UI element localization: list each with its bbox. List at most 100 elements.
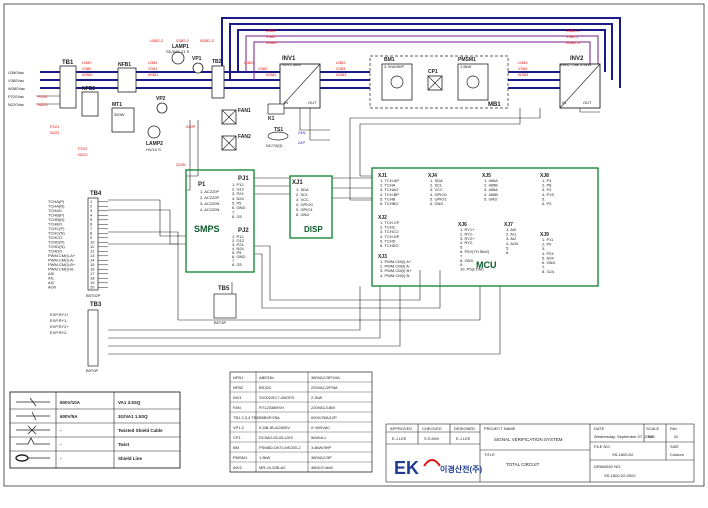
power-bus <box>40 17 621 89</box>
pmsm1-sub: 1.5kW <box>460 64 472 69</box>
wire-tag: W381 <box>148 72 159 77</box>
mcu-xj8-label: XJ8 <box>540 173 549 179</box>
drawing-title: TOTAL CIRCUIT <box>506 462 540 467</box>
mcu-xj6-pin: 6. P5V(TH 5kW) <box>460 249 490 254</box>
inv2-label: INV2 <box>570 56 584 62</box>
tb4-pin-number: 4 <box>90 213 93 218</box>
mcu-xj6-pin: 8. GND <box>460 258 473 263</box>
input-labels: U380Vac V380Vac W380Vac P220Vac N220Vac <box>8 70 25 107</box>
inv1-in: IN <box>284 100 288 105</box>
mcu-xj1-pin: 6. TCHBO <box>380 201 398 206</box>
tb5-terminal-block <box>213 293 237 319</box>
mcu-xj8-pin: 2. P8 <box>542 183 552 188</box>
mcu-xj4-label: XJ4 <box>428 173 437 179</box>
mcu-xj4-pin: 2. SCL <box>430 183 443 188</box>
checked-header: CHECKED <box>422 426 442 431</box>
mcu-xj7-pin: 5. <box>506 245 509 250</box>
parts-ref: PMSM1 <box>233 455 248 460</box>
tb4-signal-label: PWM.CM(I)-B+ <box>48 262 76 267</box>
wire-tag: U382-2 <box>150 38 164 43</box>
legend-spec: - <box>60 456 62 461</box>
legend-desc: VA1 3.5SQ <box>118 400 141 405</box>
tb3-row: EXP.RY1+ <box>50 312 69 317</box>
parts-spec: 380V/0.4kW <box>311 465 333 470</box>
mcu-xj2-pin: 6. TCHDO <box>380 243 399 248</box>
mcu-xj9-pin: 6. GND <box>542 260 555 265</box>
mt1-sub: 300W <box>114 112 125 117</box>
pj2-pin: 1. P12 <box>232 234 244 239</box>
legend-symbols <box>15 397 50 462</box>
legend-spec: - <box>60 428 62 433</box>
tb4-signal-label: PWM.CM(I)-B- <box>48 267 75 272</box>
mcu-xj7-pin: 3. AI2 <box>506 236 517 241</box>
wire-tag: W380 <box>82 72 93 77</box>
mcu-xj2-label: XJ2 <box>378 215 387 221</box>
k1-relay <box>267 103 285 115</box>
parts-model: PSM8D-DKTLMS200-2 <box>259 445 301 450</box>
wire-tag: U380 <box>82 60 92 65</box>
designed-header: DESIGNED <box>454 426 475 431</box>
mcu-xj4-pin: 4. GPIO0 <box>430 192 447 197</box>
wire-tag: W382-2 <box>200 38 215 43</box>
mcu-xj9-pin: 3. <box>542 246 545 251</box>
tb4-signal-label: TCHB(P) <box>48 213 65 218</box>
pmsm1-label: PMSM1 <box>458 57 476 63</box>
wire-tag: U384 <box>518 60 528 65</box>
title-header: TITLE <box>484 452 495 457</box>
mcu-xj7-pin: 4. AO0 <box>506 241 519 246</box>
company-name: 이경산전(주) <box>440 464 482 474</box>
wire-tags: U380 V380 W380 U381 V381 W381 U382 V382 … <box>38 28 581 167</box>
mcu-xj8-pin: 1. P4 <box>542 178 552 183</box>
smps-p1-row: 3. AC220N <box>200 201 219 206</box>
pj1-pin: 3. P24 <box>232 191 244 196</box>
parts-ref: NFB1 <box>233 375 244 380</box>
tb3-row: EXP.RY1- <box>50 318 68 323</box>
parts-model: BS32C <box>259 385 272 390</box>
mcu-xj2-pin: 5. TCHD <box>380 238 396 243</box>
vp1-meter-icon <box>192 62 204 74</box>
mcu-xj2-pin: 3. TCHCO <box>380 229 399 234</box>
mcu-xj1-pin: 5. TCHB <box>380 196 396 201</box>
mcu-xj6-pin: 10. P5(COM) <box>460 267 484 272</box>
title-block <box>385 423 695 483</box>
inv2-sub: SWIC Oak 3.4kW <box>560 62 592 67</box>
tb4-terminal-block <box>87 197 99 291</box>
control-wiring <box>108 108 600 355</box>
wire-tag: 220N <box>176 162 186 167</box>
scale-header: SCALE <box>646 426 659 431</box>
tb3-bottom: B5T0P <box>86 368 99 373</box>
ts1-sensor <box>267 131 289 141</box>
mcu-block <box>371 167 599 287</box>
wire-tag: W382-1 <box>566 40 581 45</box>
parts-spec: 3.8kW/3HP <box>311 445 332 450</box>
parts-spec: 380VAC/3P <box>311 455 332 460</box>
tb4-signal-label: PWM.CM(I)-A- <box>48 258 75 263</box>
parts-spec: 2.2kW <box>311 395 323 400</box>
legend-spec: 600V/5A <box>60 414 78 419</box>
legend-spec: - <box>60 442 62 447</box>
company-logo: EK 이경산전(주) <box>394 458 482 478</box>
tb4-signal-label: TCHC(N) <box>48 231 65 236</box>
mcu-xj2-pin: 4. TCH.DP <box>380 234 400 239</box>
date-header: DATE <box>594 426 605 431</box>
tb4-label: TB4 <box>90 191 102 197</box>
wire-tag: 220P <box>186 124 196 129</box>
tb4-pin-number: 11 <box>90 244 95 249</box>
tb4-signal-label: AI2 <box>48 280 55 285</box>
mt1-transformer <box>111 107 135 133</box>
legend-desc: Twist <box>118 442 130 447</box>
mcu-xj5-pin: 3. 485A <box>484 187 498 192</box>
input-label-u: U380Vac <box>8 70 24 75</box>
mcu-xj9-label: XJ9 <box>540 232 549 238</box>
tb4-signal-label: TCHB(N) <box>48 217 65 222</box>
disp-pin: 1. SDA <box>296 187 309 192</box>
tb4-bottom: B5T02P <box>86 293 101 298</box>
drawing-border <box>3 3 705 487</box>
pmsm1-motor <box>457 63 489 101</box>
mcu-xj9-pin: 4. P24 <box>542 251 554 256</box>
mt1-label: MT1 <box>112 102 122 108</box>
